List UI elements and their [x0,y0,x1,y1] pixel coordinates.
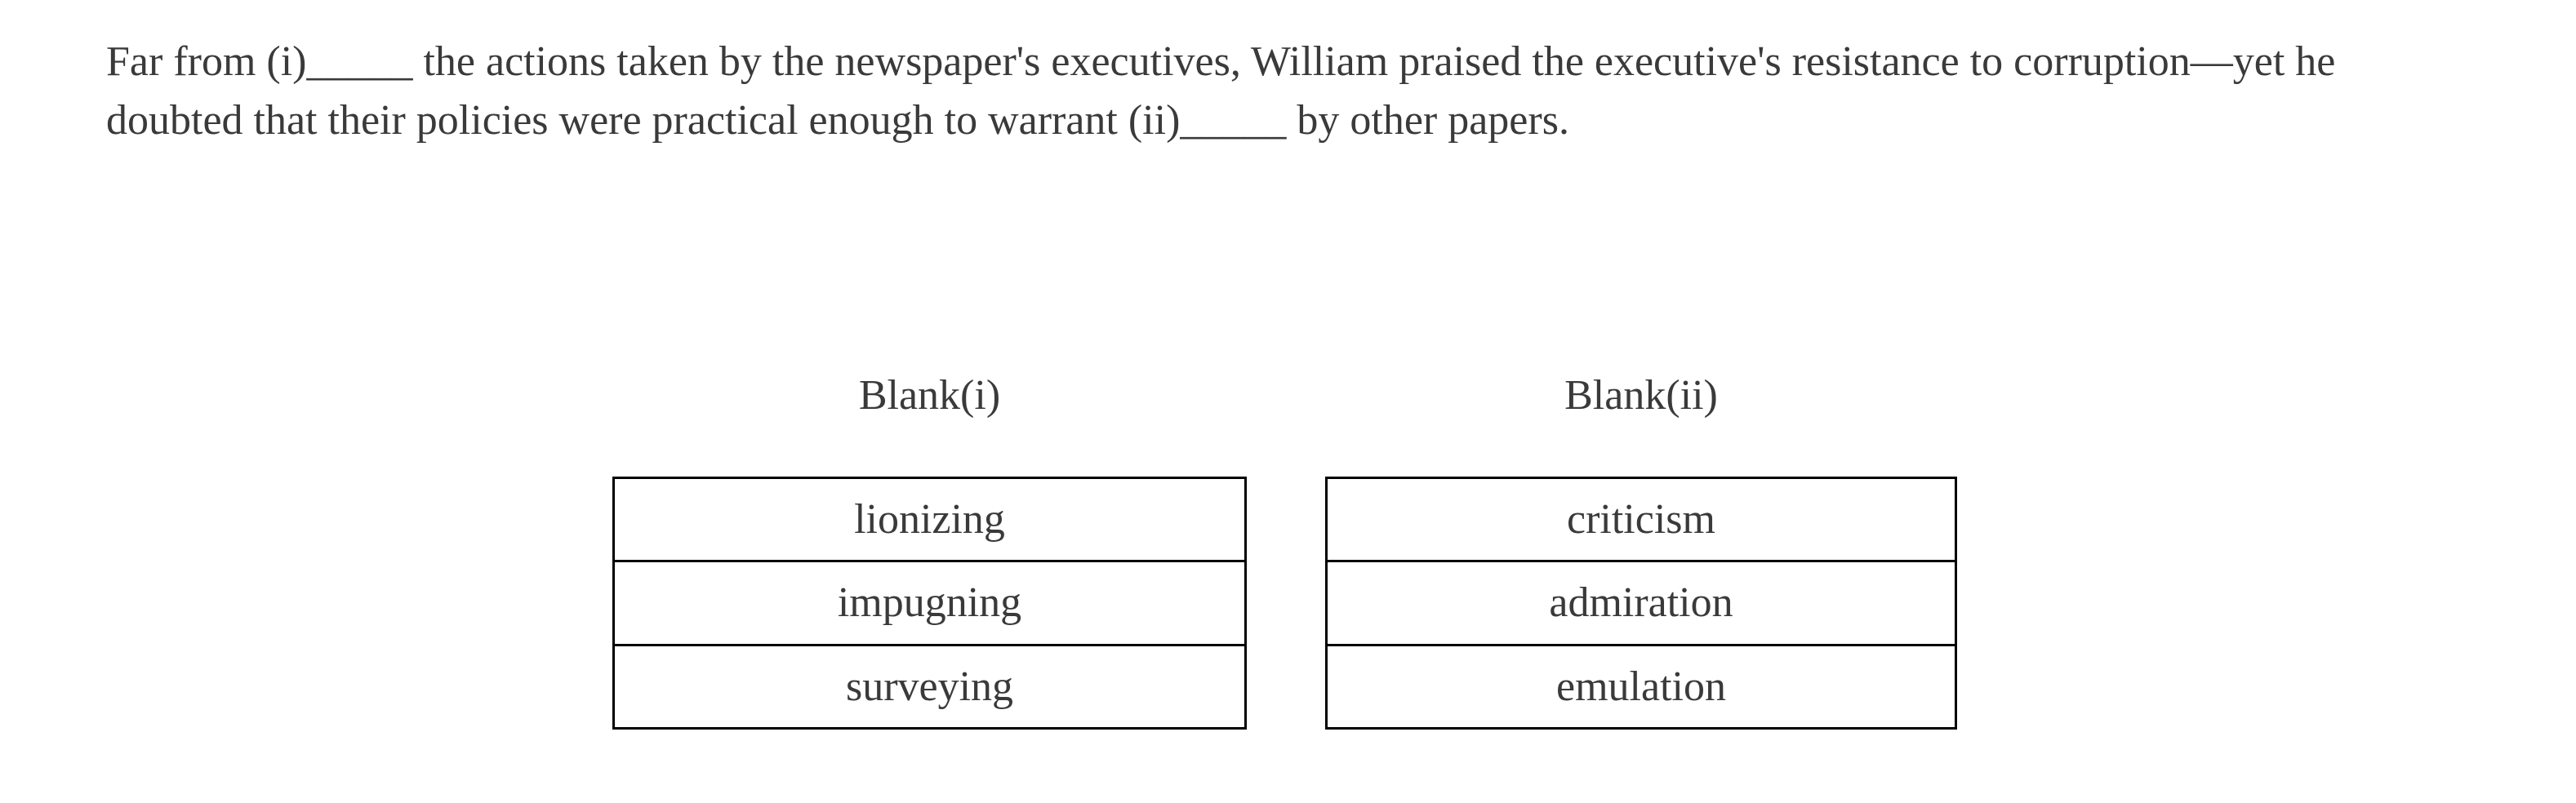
blank-ii-option-1[interactable]: criticism [1328,479,1955,563]
blank-ii-option-3[interactable]: emulation [1328,646,1955,727]
blank-i-option-1[interactable]: lionizing [615,479,1244,563]
blank-ii-options-table: criticism admiration emulation [1325,477,1957,730]
blank-ii-header: Blank(ii) [1564,372,1718,419]
question-line-1: Far from (i)_____ the actions taken by t… [106,38,2336,85]
blank-i-option-3[interactable]: surveying [615,646,1244,727]
blank-i-option-2[interactable]: impugning [615,562,1244,646]
blank-ii-option-2[interactable]: admiration [1328,562,1955,646]
question-text: Far from (i)_____ the actions taken by t… [106,33,2474,150]
blank-i-header: Blank(i) [858,372,1001,419]
blank-i-options-table: lionizing impugning surveying [612,477,1247,730]
question-line-2: doubted that their policies were practic… [106,97,1569,144]
